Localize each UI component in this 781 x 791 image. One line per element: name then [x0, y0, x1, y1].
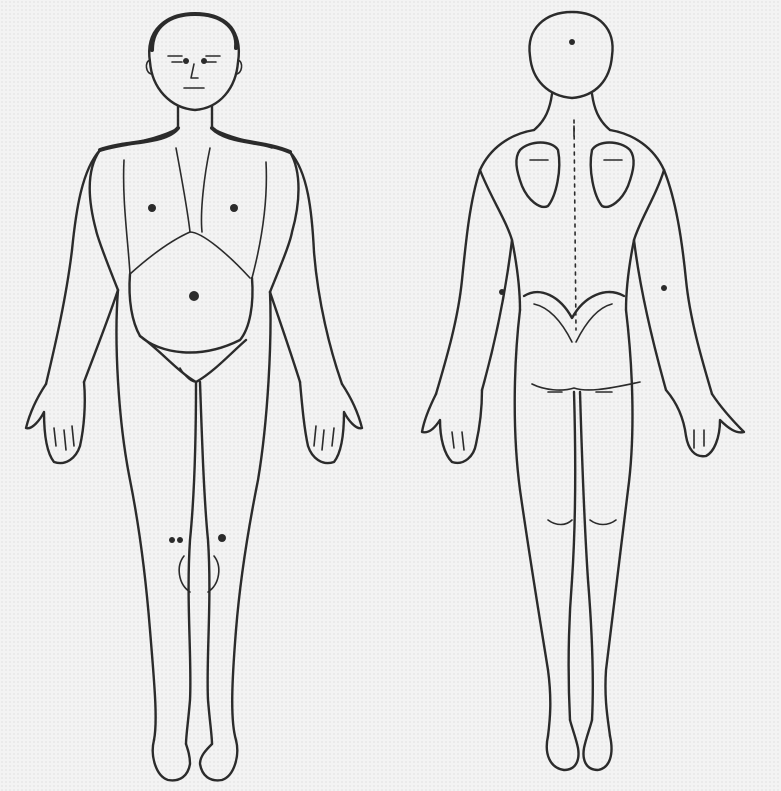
front-torso-right: [270, 152, 299, 292]
front-mark-knee-right-2: [177, 537, 183, 543]
back-hand-right: [666, 390, 744, 456]
back-arm-left-inner: [482, 240, 512, 390]
front-ribcage: [130, 232, 250, 278]
front-pectoral-left: [124, 160, 130, 274]
back-mark-elbow-left: [499, 289, 505, 295]
back-mark-head: [569, 39, 575, 45]
front-hand-left: [26, 382, 85, 463]
front-mark-abdomen: [189, 291, 199, 301]
front-foot-right: [200, 740, 237, 780]
front-mark-brow-2: [201, 58, 207, 64]
back-hand-left: [422, 390, 482, 463]
back-leg-left-outer: [515, 310, 551, 736]
front-mark-brow: [183, 58, 189, 64]
back-lower-back-right: [576, 304, 612, 342]
back-arm-right-outer: [664, 170, 712, 394]
back-arm-right-inner: [634, 240, 666, 390]
back-mark-elbow-right: [661, 285, 667, 291]
back-leg-right-inner: [580, 392, 593, 720]
front-head: [149, 14, 239, 110]
front-arm-left-outer: [46, 150, 100, 384]
front-groin: [140, 336, 246, 382]
back-scapula-right: [591, 143, 634, 207]
back-arm-left-outer: [436, 170, 480, 394]
front-view-figure: [26, 14, 362, 780]
back-torso-right: [626, 170, 664, 310]
front-leg-right-inner: [200, 382, 212, 744]
back-foot-left: [547, 720, 579, 770]
back-knee-crease-left: [548, 520, 572, 525]
back-spine: [574, 120, 576, 330]
back-view-figure: [422, 12, 744, 770]
front-leg-left-inner: [186, 382, 196, 744]
front-hair: [152, 14, 236, 50]
front-leg-right-outer: [232, 292, 270, 740]
front-sternum: [176, 148, 210, 232]
back-foot-right: [584, 720, 612, 770]
back-torso-left: [480, 170, 520, 310]
back-scapula-left: [516, 143, 559, 207]
back-shoulders: [480, 130, 664, 170]
back-leg-left-inner: [569, 392, 576, 720]
front-shoulder-line: [100, 128, 290, 152]
front-face: [146, 56, 241, 88]
back-neck: [534, 94, 610, 130]
back-buttocks-crease: [532, 382, 640, 390]
front-foot-left: [153, 740, 190, 780]
front-hand-right: [300, 382, 362, 463]
front-arm-left-inner: [84, 290, 118, 382]
front-mark-chest-right: [148, 204, 156, 212]
front-mark-knee-left: [218, 534, 226, 542]
front-mark-chest-left: [230, 204, 238, 212]
front-arm-right-inner: [270, 292, 300, 382]
front-pectoral-right: [252, 162, 266, 278]
front-leg-left-outer: [117, 290, 156, 740]
front-trapezius: [118, 128, 272, 148]
back-head: [529, 12, 612, 98]
front-mark-knee-right: [169, 537, 175, 543]
back-knee-crease-right: [590, 520, 616, 525]
front-torso-left: [90, 150, 118, 290]
